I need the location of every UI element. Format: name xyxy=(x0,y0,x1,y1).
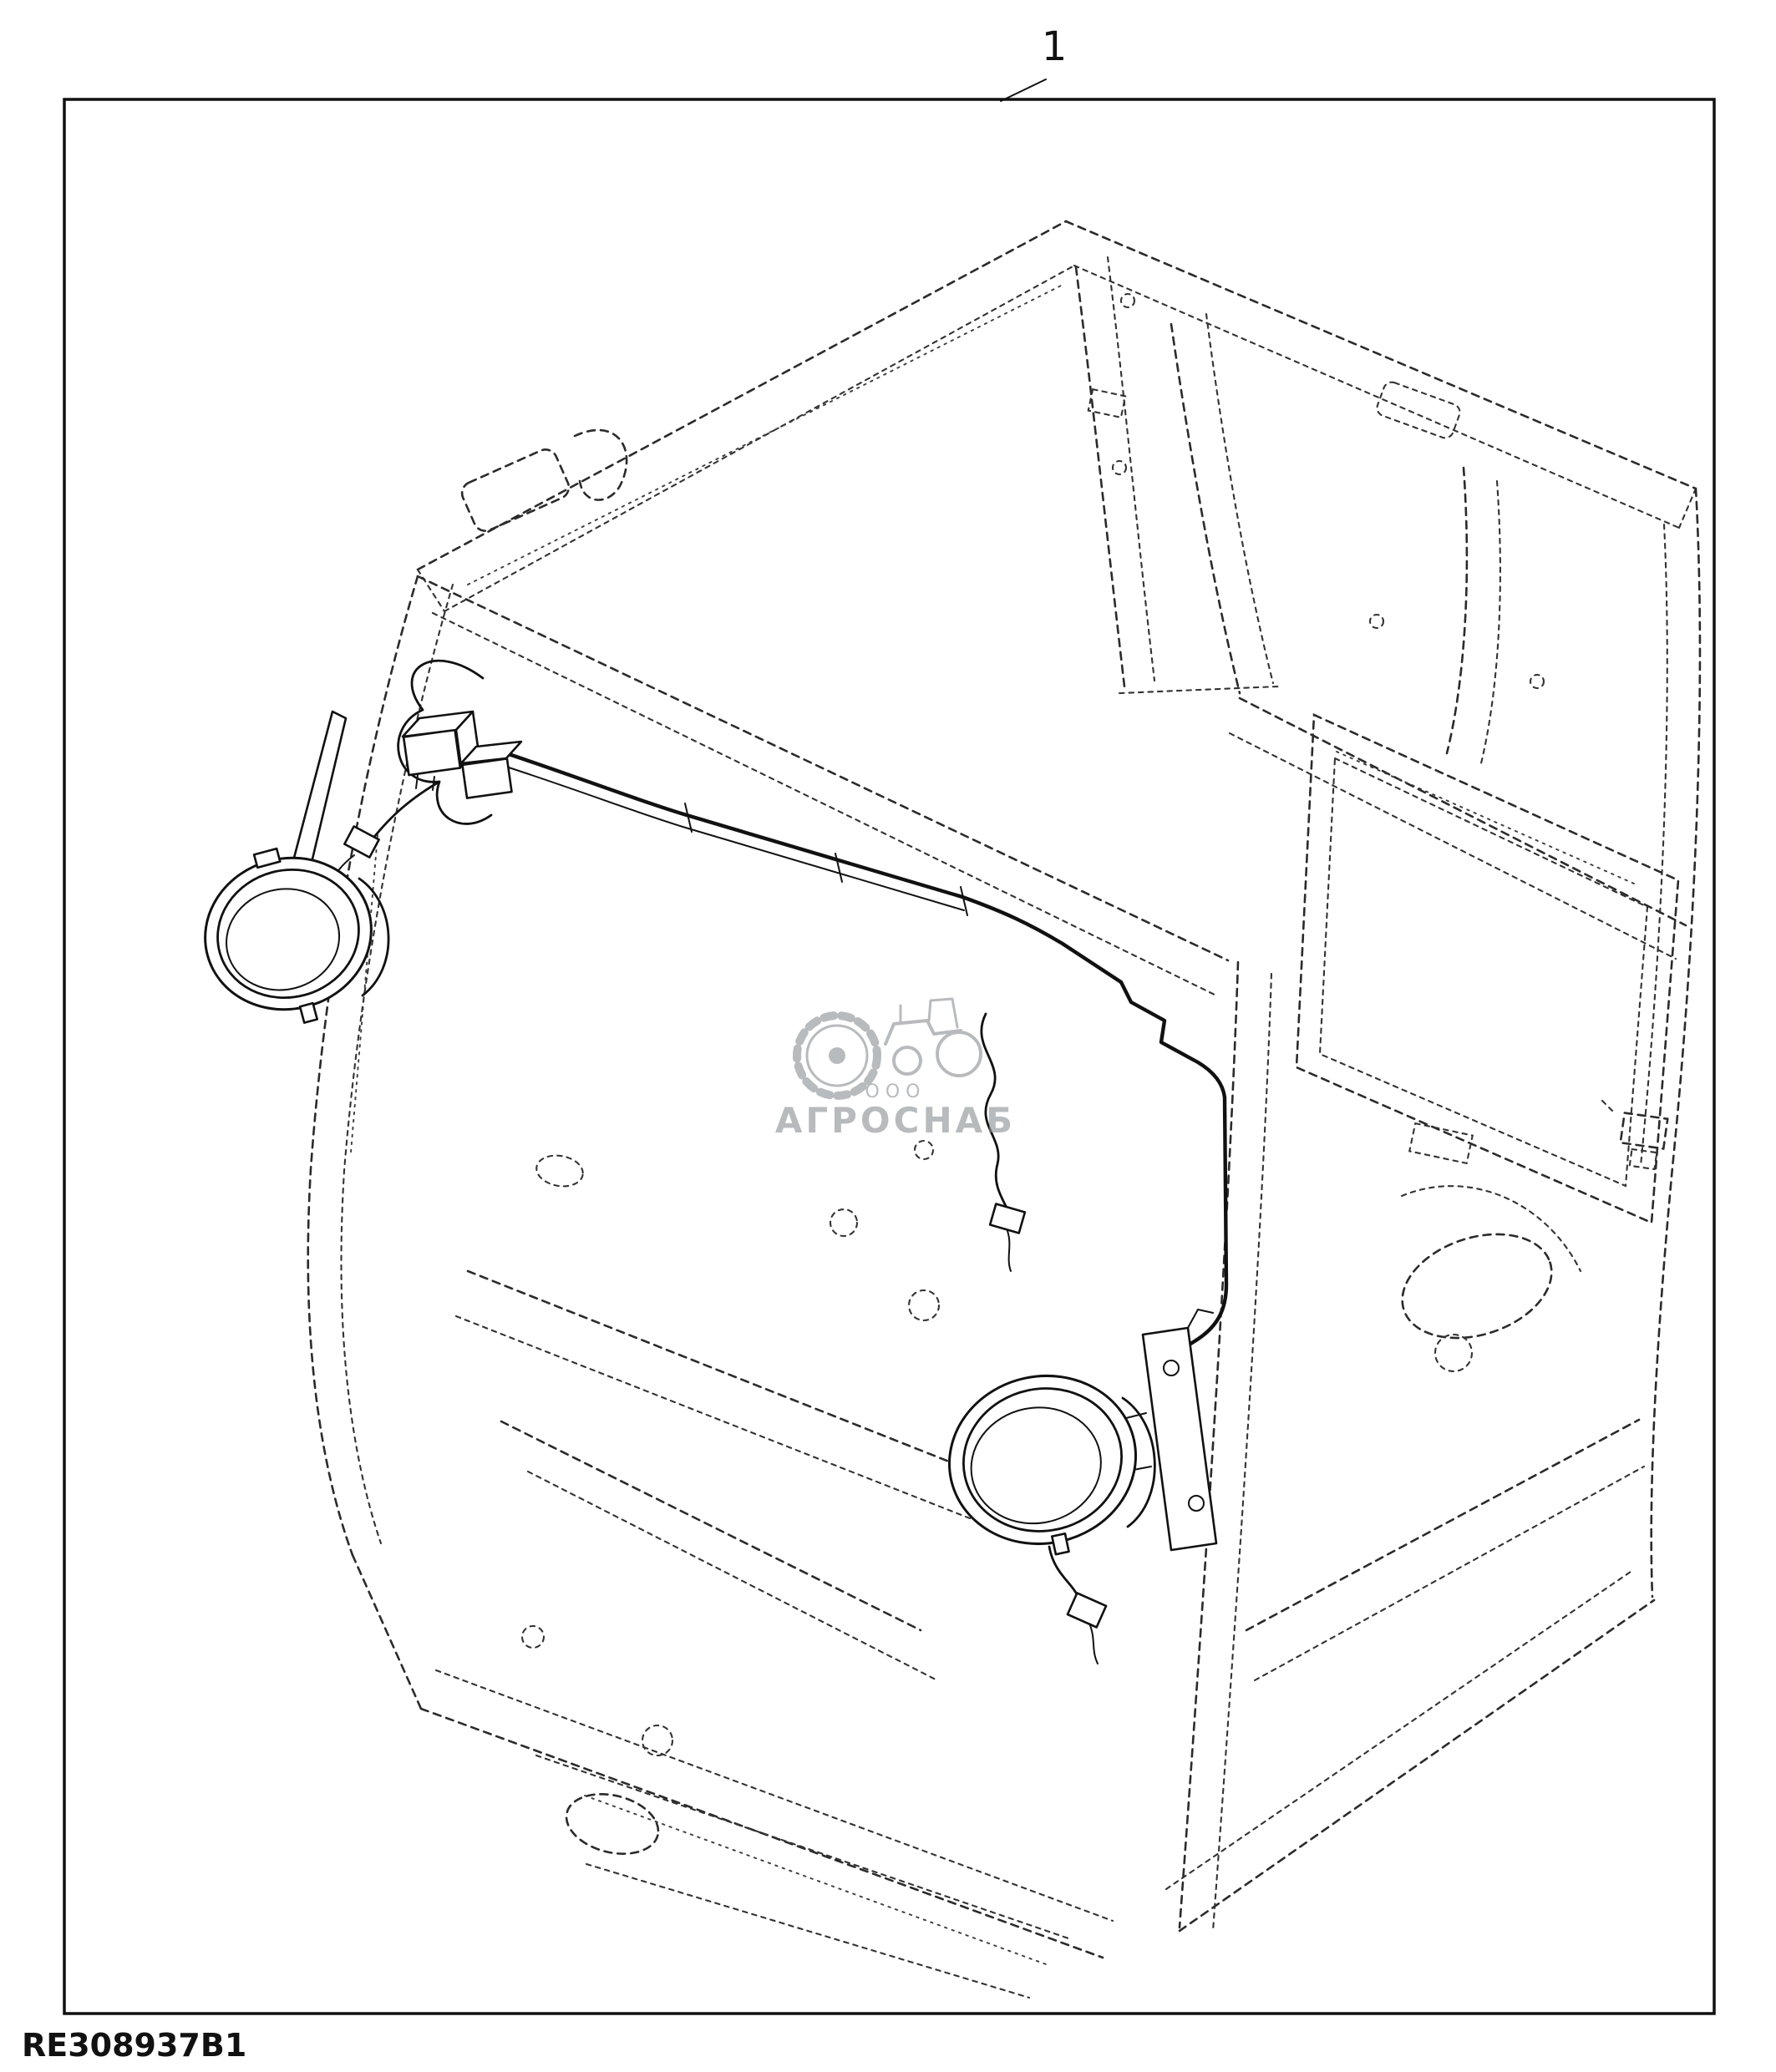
callout-1-label: 1 xyxy=(1042,23,1068,70)
watermark-org-type: ООО xyxy=(865,1082,926,1102)
harness-branch xyxy=(980,1012,1009,1211)
callout-leader-line xyxy=(1000,79,1047,102)
harness-main-run xyxy=(504,751,1229,1360)
branch-connector xyxy=(988,1203,1027,1234)
cab-frame xyxy=(307,220,1702,1999)
diagram-border xyxy=(63,98,1716,2015)
relay-block xyxy=(401,710,523,799)
work-lamp-right xyxy=(947,1309,1218,1664)
watermark: ООО АГРОСНАБ xyxy=(775,997,1016,1141)
part-number-label: RE308937B1 xyxy=(22,2027,246,2064)
lamp-bracket-right xyxy=(1141,1326,1218,1552)
tractor-icon xyxy=(884,997,982,1077)
lamp-right-housing xyxy=(1121,1396,1156,1528)
watermark-org-name: АГРОСНАБ xyxy=(775,1100,1016,1141)
left-connector xyxy=(343,825,380,859)
lamp-left-housing xyxy=(358,877,390,997)
lamp-right-connector xyxy=(1066,1592,1108,1629)
gear-icon xyxy=(793,1011,881,1100)
work-lamp-left xyxy=(204,710,390,1024)
wiring-harness xyxy=(328,659,1229,1360)
harness-left-loop xyxy=(397,659,493,825)
